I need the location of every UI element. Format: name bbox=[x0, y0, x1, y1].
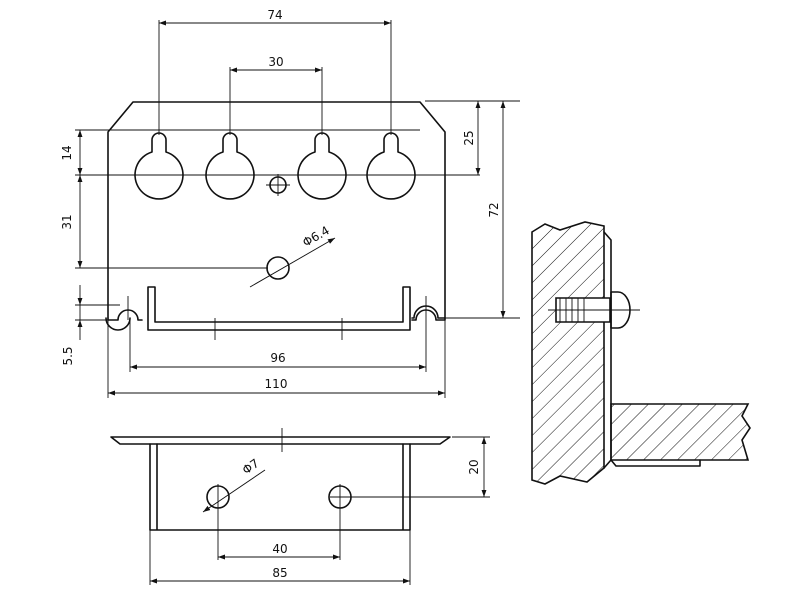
wall-section bbox=[531, 221, 605, 485]
front-view: 74 30 14 31 25 72 Φ6.4 5.5 96 110 bbox=[60, 8, 520, 398]
dim-label-110: 110 bbox=[265, 377, 288, 391]
plate-outline bbox=[105, 101, 446, 331]
bent-flange bbox=[147, 286, 411, 331]
bracket-lower-leg bbox=[610, 459, 701, 467]
dim-label-96: 96 bbox=[270, 351, 285, 365]
screw-head bbox=[610, 291, 631, 329]
dim-label-40: 40 bbox=[272, 542, 287, 556]
dim-label-74: 74 bbox=[267, 8, 282, 22]
bottom-view: Φ7 20 40 85 bbox=[110, 428, 490, 585]
dim-label-30: 30 bbox=[268, 55, 283, 69]
keyhole-slot-1 bbox=[134, 132, 184, 200]
bottom-plate-edge bbox=[110, 436, 451, 445]
plate-bottom-right bbox=[411, 309, 446, 321]
leader-7 bbox=[202, 469, 266, 513]
keyhole-slot-2 bbox=[205, 132, 255, 200]
section-view bbox=[531, 221, 751, 485]
dim-label-55: 5.5 bbox=[61, 346, 75, 365]
dim-label-31: 31 bbox=[60, 214, 74, 229]
plate-bottom-left bbox=[107, 309, 143, 321]
dim-label-20: 20 bbox=[467, 459, 481, 474]
keyhole-slot-4 bbox=[366, 132, 416, 200]
keyhole-slot-3 bbox=[297, 132, 347, 200]
bracket-plate-section bbox=[603, 231, 612, 469]
dim-label-25: 25 bbox=[462, 130, 476, 145]
dim-label-85: 85 bbox=[272, 566, 287, 580]
leader-64 bbox=[249, 237, 336, 288]
shelf-section bbox=[610, 403, 751, 461]
dim-label-72: 72 bbox=[487, 202, 501, 217]
angle-body bbox=[149, 443, 411, 531]
dim-label-64: Φ6.4 bbox=[300, 223, 332, 249]
dim-label-14: 14 bbox=[60, 145, 74, 160]
